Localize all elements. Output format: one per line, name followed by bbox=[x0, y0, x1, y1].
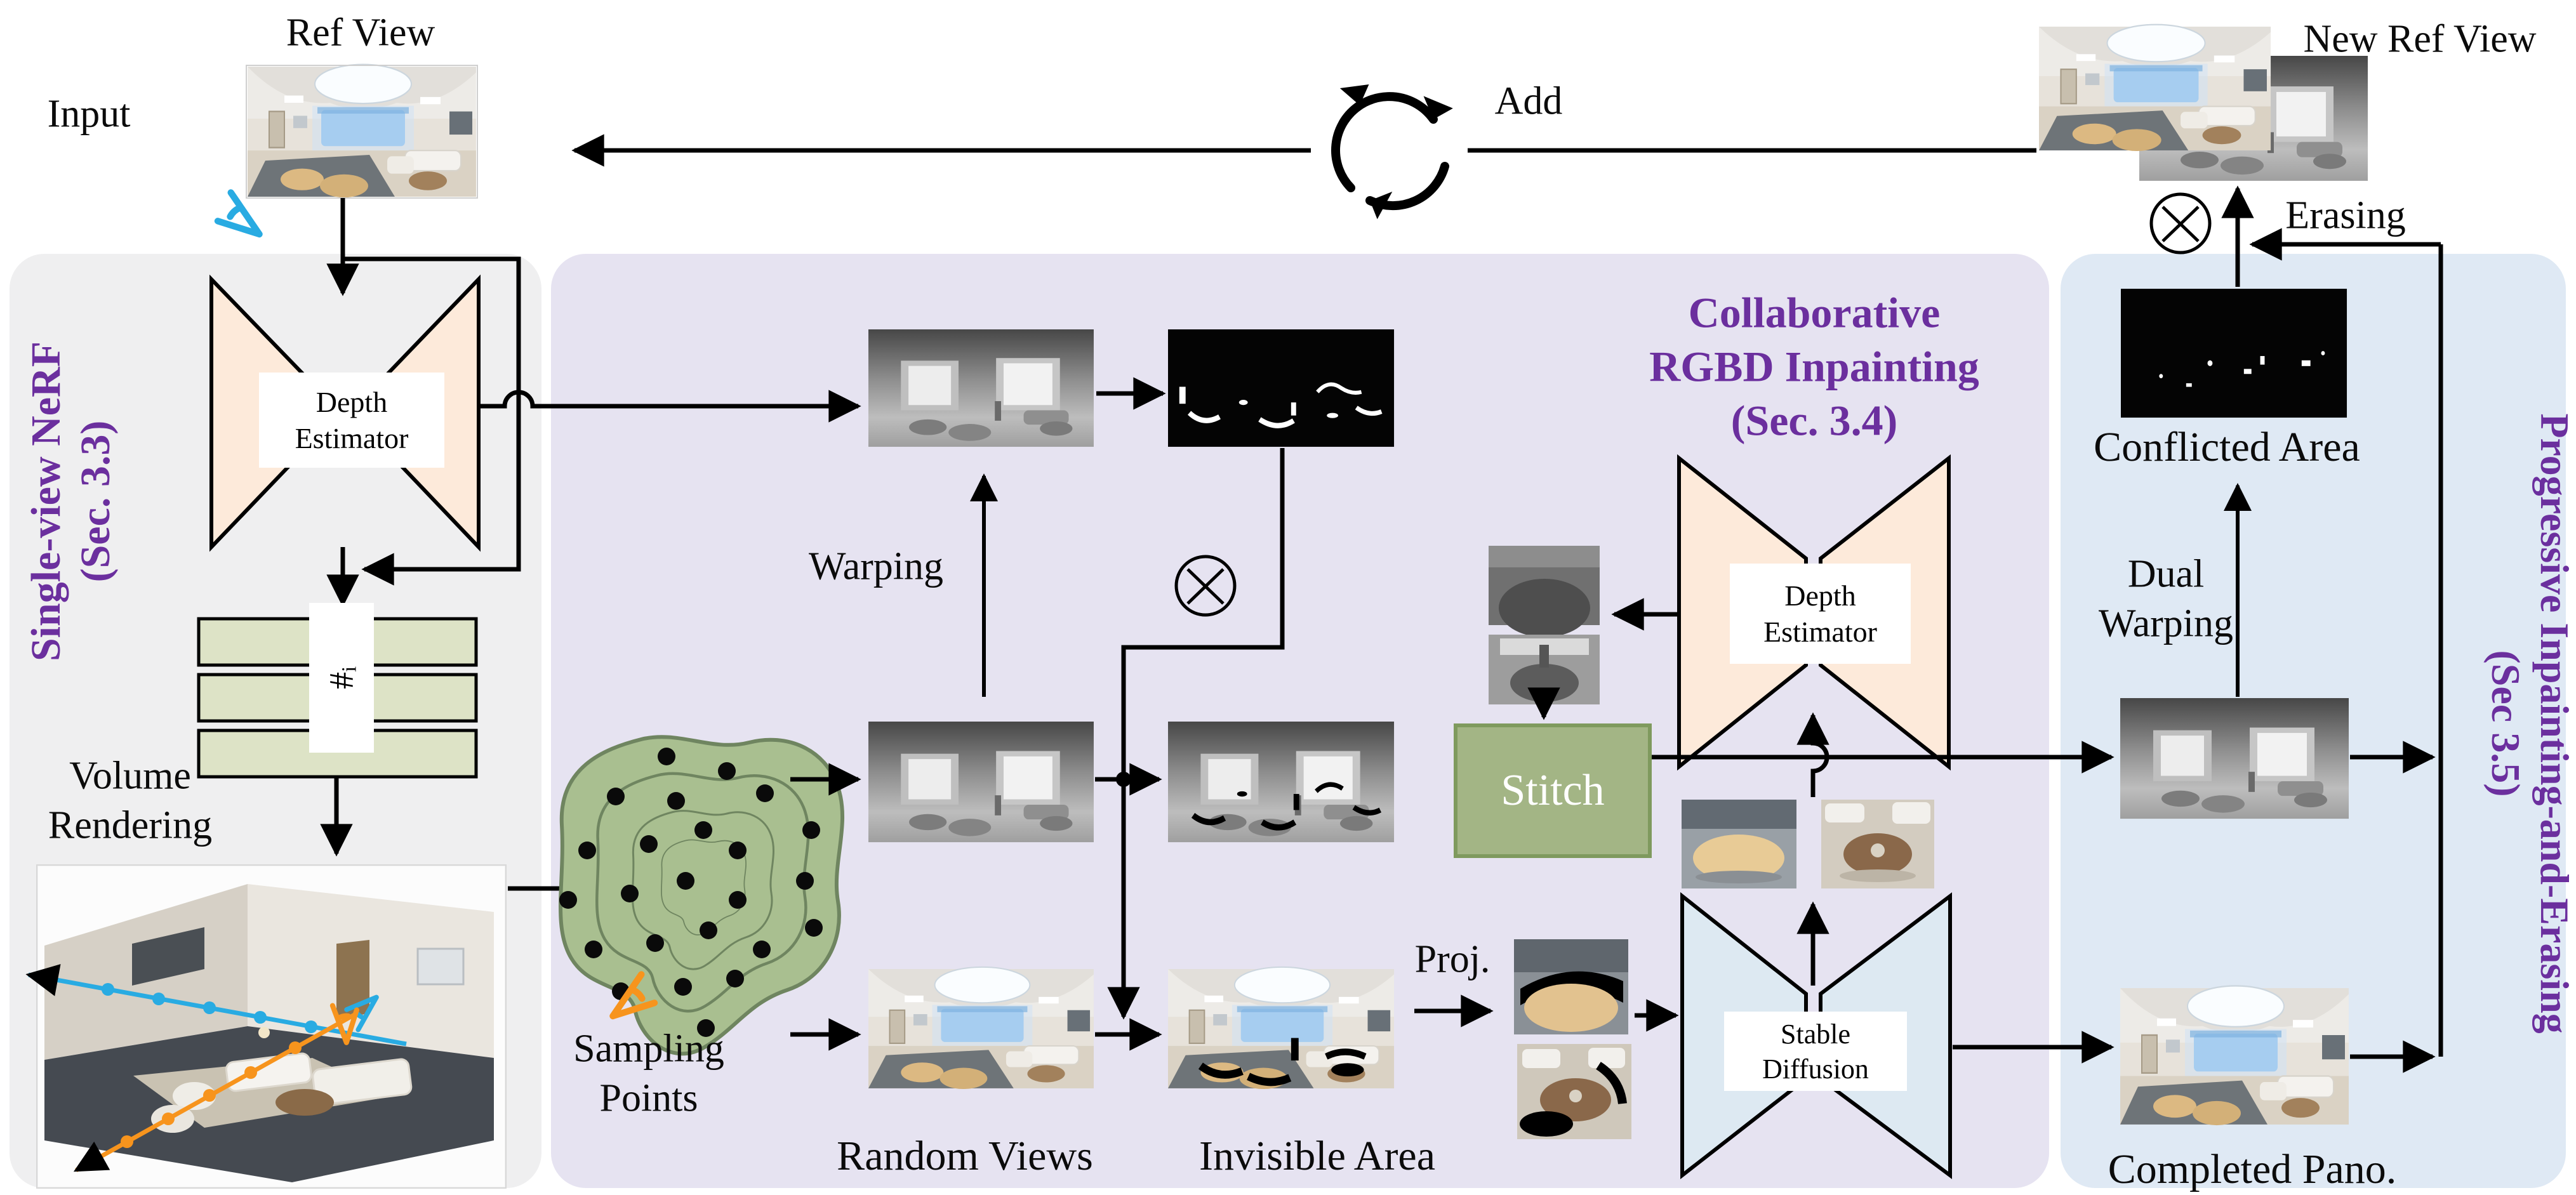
inpainted-table-image bbox=[1821, 800, 1934, 888]
sampling-points-line2: Points bbox=[599, 1076, 698, 1119]
depth-crop-table-image bbox=[1489, 635, 1600, 704]
collaborative-title: Collaborative RGBD Inpainting (Sec. 3.4) bbox=[1649, 286, 1979, 448]
new-ref-view-label: New Ref View bbox=[2303, 17, 2537, 61]
dual-warping-label: Dual Warping bbox=[2099, 550, 2233, 649]
ref-view-image bbox=[246, 63, 477, 199]
invisible-rgb-image bbox=[1168, 967, 1394, 1089]
collaborative-title-line2: RGBD Inpainting bbox=[1649, 342, 1979, 391]
warped-depth-image bbox=[868, 329, 1094, 447]
volume-rendering-label: Volume Rendering bbox=[48, 752, 212, 850]
stable-diffusion-line1: Stable bbox=[1781, 1018, 1850, 1050]
orange-ray bbox=[73, 997, 365, 1173]
inpainted-pouf-image bbox=[1682, 800, 1796, 888]
stable-diffusion-box: Stable Diffusion bbox=[1724, 1012, 1907, 1091]
volume-rendering-line2: Rendering bbox=[48, 803, 213, 847]
dual-warping-line1: Dual bbox=[2127, 552, 2205, 596]
sampling-points-line1: Sampling bbox=[573, 1027, 724, 1071]
cycle-icon bbox=[1331, 84, 1453, 220]
progressive-title: Progressive Inpainting-and-Erasing (Sec … bbox=[2481, 413, 2576, 1033]
completed-pano-image bbox=[2119, 985, 2350, 1126]
feature-label: #ᵢ bbox=[322, 666, 361, 689]
volume-rendering-line1: Volume bbox=[69, 754, 191, 798]
erasing-label: Erasing bbox=[2285, 194, 2406, 237]
visibility-mask-image bbox=[1168, 329, 1394, 447]
camera-frustum-icon-blue bbox=[218, 192, 260, 234]
add-label: Add bbox=[1494, 79, 1563, 123]
volume-render-image bbox=[37, 865, 506, 1188]
input-label: Input bbox=[47, 92, 131, 136]
single-view-nerf-title-line1: Single-view NeRF bbox=[23, 341, 70, 662]
stable-diffusion-line2: Diffusion bbox=[1762, 1053, 1869, 1085]
progressive-title-line1: Progressive Inpainting-and-Erasing bbox=[2532, 413, 2576, 1034]
random-views-label: Random Views bbox=[837, 1133, 1093, 1179]
depth-estimator-2-line2: Estimator bbox=[1763, 616, 1877, 648]
random-rgb-image bbox=[867, 966, 1095, 1090]
random-depth-image bbox=[868, 722, 1094, 843]
mask-routing-line bbox=[1107, 448, 1285, 1020]
rgb-bypass-line bbox=[343, 256, 521, 586]
depth-estimator-1-line1: Depth bbox=[315, 385, 388, 418]
sampling-points-label: Sampling Points bbox=[573, 1025, 724, 1123]
fused-depth-image bbox=[2120, 698, 2349, 819]
invisible-area-label: Invisible Area bbox=[1198, 1133, 1436, 1179]
collaborative-title-line3: (Sec. 3.4) bbox=[1730, 396, 1898, 445]
conflicted-area-label: Conflicted Area bbox=[2094, 424, 2360, 470]
depth-crop-dome-image bbox=[1489, 546, 1600, 637]
depth-estimator-2-line1: Depth bbox=[1784, 579, 1856, 612]
new-ref-rgb-image bbox=[2038, 23, 2272, 152]
multiply-icon-mid bbox=[1174, 555, 1237, 617]
stitch-label: Stitch bbox=[1501, 766, 1605, 815]
feature-label-box: #ᵢ bbox=[309, 603, 374, 753]
sampling-blob bbox=[559, 735, 844, 1056]
completed-pano-label: Completed Pano. bbox=[2108, 1146, 2397, 1192]
depth-estimator-1-box: Depth Estimator bbox=[259, 373, 444, 468]
proj-label: Proj. bbox=[1414, 937, 1490, 981]
ref-view-label: Ref View bbox=[286, 11, 435, 55]
progressive-title-line2: (Sec 3.5) bbox=[2483, 650, 2528, 797]
single-view-nerf-title-line2: (Sec. 3.3) bbox=[72, 420, 119, 583]
invisible-depth-image bbox=[1168, 722, 1394, 842]
warping-label: Warping bbox=[809, 545, 943, 588]
depth-estimator-1-line2: Estimator bbox=[295, 422, 409, 454]
proj-crop-pouf-image bbox=[1514, 939, 1628, 1034]
collaborative-title-line1: Collaborative bbox=[1688, 288, 1941, 337]
stitch-box: Stitch bbox=[1454, 723, 1652, 858]
proj-crop-table-image bbox=[1517, 1044, 1631, 1139]
depthestimator-out-line bbox=[479, 390, 861, 423]
conflicted-area-image bbox=[2121, 289, 2347, 418]
multiply-icon-top bbox=[2149, 192, 2212, 254]
depth-estimator-2-box: Depth Estimator bbox=[1730, 564, 1911, 664]
single-view-nerf-title: Single-view NeRF (Sec. 3.3) bbox=[22, 341, 121, 661]
dual-warping-line2: Warping bbox=[2099, 602, 2233, 645]
